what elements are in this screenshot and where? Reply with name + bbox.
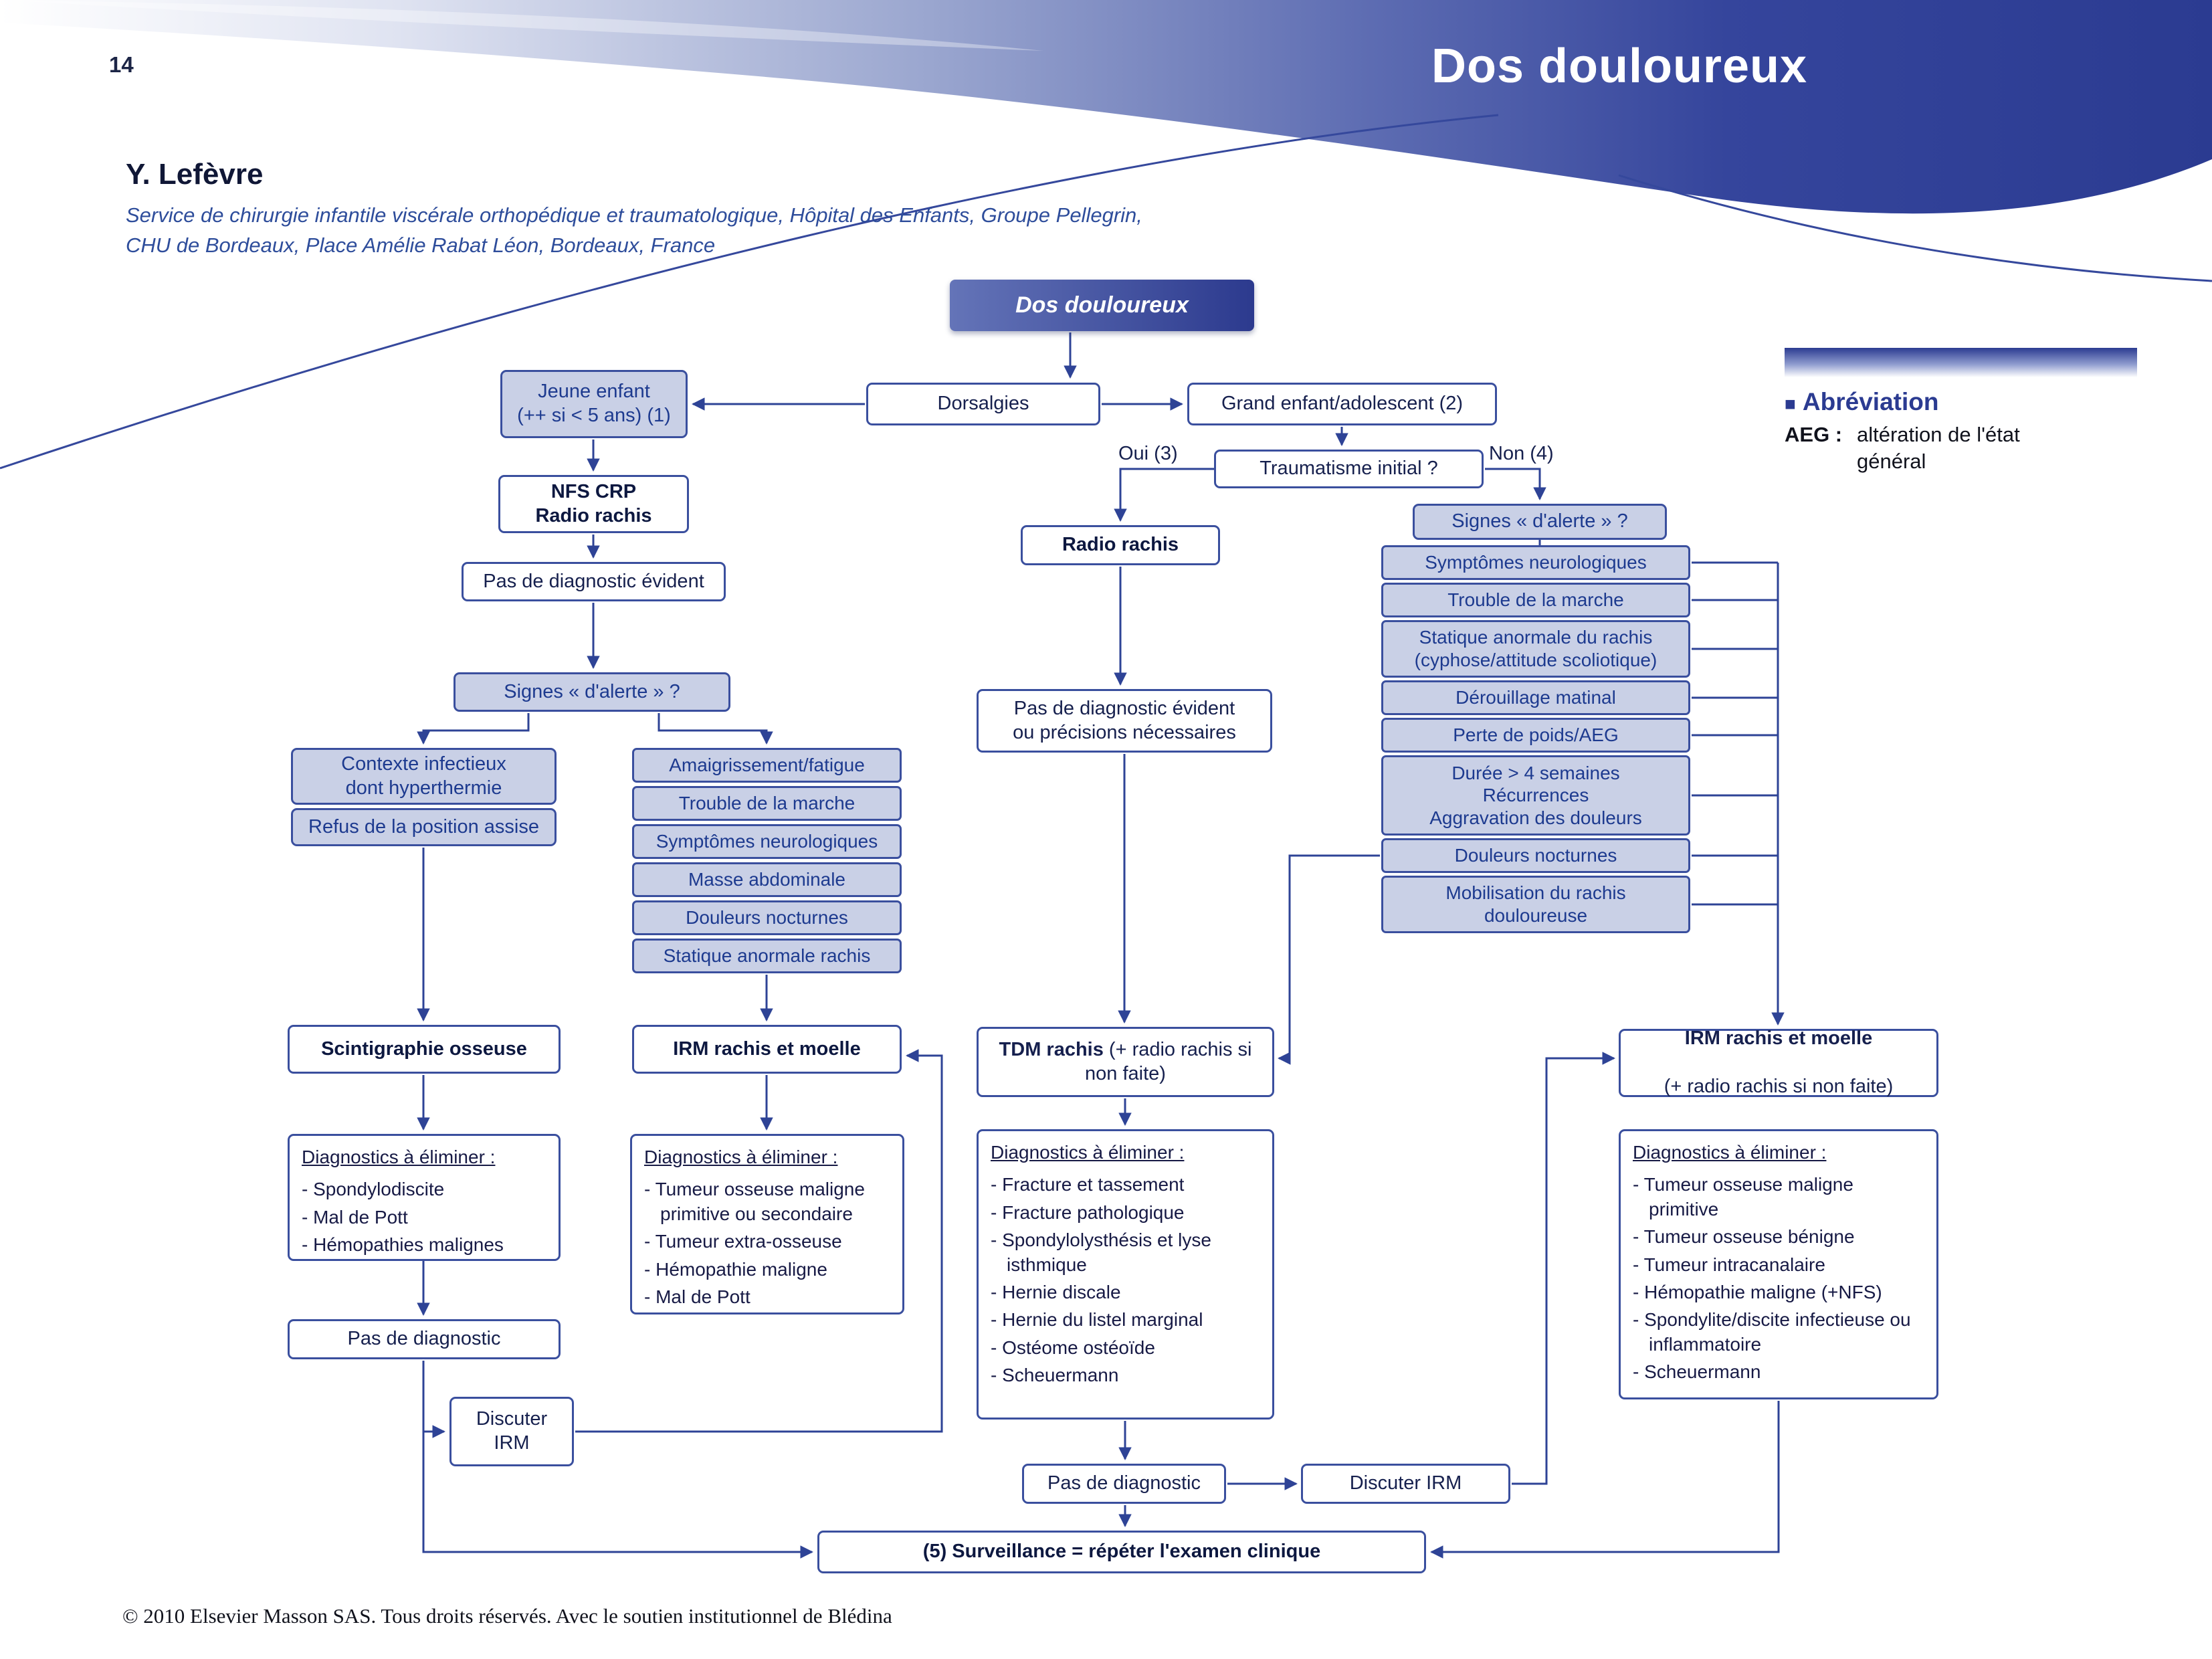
alert-sign-item: Statique anormale du rachis (cyphose/att… (1381, 620, 1690, 678)
alert-sign-item: Symptômes neurologiques (1381, 545, 1690, 580)
node-radio-rachis: Radio rachis (1021, 525, 1220, 565)
diagnosis-item: - Spondylite/discite infectieuse ou infl… (1633, 1309, 1911, 1355)
diagnoses-list: - Spondylodiscite - Mal de Pott - Hémopath… (302, 1177, 546, 1257)
node-refus-position-assise: Refus de la position assise (291, 808, 557, 846)
node-traumatisme-initial: Traumatisme initial ? (1214, 450, 1484, 488)
diagnosis-item: - Ostéome ostéoïde (991, 1337, 1155, 1358)
node-discuter-irm-center: Discuter IRM (1301, 1464, 1510, 1504)
node-jeune-enfant: Jeune enfant (++ si < 5 ans) (1) (500, 370, 688, 438)
node-contexte-infectieux: Contexte infectieux dont hyperthermie (291, 748, 557, 805)
node-irm-rachis-moelle: IRM rachis et moelle (632, 1025, 902, 1074)
diagnoses-list: - Fracture et tassement - Fracture pathol… (991, 1173, 1260, 1387)
node-irm-rachis-moelle-right: IRM rachis et moelle (+ radio rachis si … (1619, 1028, 1938, 1097)
node-pas-diagnostic-center: Pas de diagnostic (1022, 1464, 1226, 1504)
alert-sign-item: Douleurs nocturnes (1381, 838, 1690, 873)
diagnosis-item: - Hernie du listel marginal (991, 1309, 1203, 1331)
diagnoses-heading: Diagnostics à éliminer : (1633, 1142, 1827, 1163)
diagnosis-item: - Hémopathie maligne (644, 1258, 827, 1280)
abbreviation-term: AEG : (1785, 423, 1843, 446)
diagnoses-box-irm-right: Diagnostics à éliminer : - Tumeur osseus… (1619, 1129, 1938, 1399)
node-pas-diagnostic-precisions: Pas de diagnostic évident ou précisions … (977, 689, 1272, 753)
diagnosis-item: - Hémopathie maligne (+NFS) (1633, 1281, 1882, 1302)
diagnoses-list: - Tumeur osseuse maligne primitive - Tume… (1633, 1173, 1924, 1384)
diagnosis-item: - Spondylodiscite (302, 1179, 445, 1200)
node-irm-right-rest: (+ radio rachis si non faite) (1664, 1075, 1894, 1097)
page-number: 14 (109, 52, 134, 77)
diagnosis-item: - Fracture et tassement (991, 1174, 1185, 1195)
diagnosis-item: - Hémopathies malignes (302, 1234, 504, 1256)
node-surveillance: (5) Surveillance = répéter l'examen clin… (817, 1531, 1426, 1573)
diagnosis-item: - Tumeur osseuse maligne primitive ou se… (644, 1179, 865, 1224)
abbreviation-gradient-bar (1785, 348, 2137, 377)
footer-copyright: © 2010 Elsevier Masson SAS. Tous droits … (122, 1604, 892, 1628)
diagnosis-item: - Spondylolysthésis et lyse isthmique (991, 1230, 1211, 1275)
alert-sign-item: Trouble de la marche (632, 786, 902, 821)
diagnosis-item: - Tumeur intracanalaire (1633, 1254, 1825, 1275)
abbreviation-panel: ■ Abréviation AEG : altération de l'état … (1785, 348, 2137, 476)
node-pas-diagnostic-evident: Pas de diagnostic évident (462, 562, 726, 601)
header-title: Dos douloureux (1431, 39, 1808, 93)
diagnosis-item: - Tumeur osseuse maligne primitive (1633, 1174, 1853, 1219)
node-tdm-rachis: TDM rachis (+ radio rachis si non faite) (977, 1027, 1274, 1097)
branch-label-oui: Oui (3) (1118, 443, 1178, 464)
branch-label-non: Non (4) (1489, 443, 1554, 464)
node-tdm-rachis-bold: TDM rachis (999, 1038, 1104, 1060)
diagnoses-heading: Diagnostics à éliminer : (991, 1142, 1185, 1163)
alert-sign-item: Masse abdominale (632, 862, 902, 897)
diagnosis-item: - Scheuermann (1633, 1361, 1761, 1383)
alert-sign-item: Symptômes neurologiques (632, 824, 902, 859)
diagnosis-item: - Tumeur osseuse bénigne (1633, 1226, 1855, 1248)
alert-sign-item: Perte de poids/AEG (1381, 718, 1690, 753)
diagnosis-item: - Tumeur extra-osseuse (644, 1231, 842, 1252)
node-tdm-rachis-rest: (+ radio rachis si non faite) (1085, 1038, 1252, 1084)
node-dorsalgies: Dorsalgies (866, 383, 1100, 425)
header-wave-graphic (0, 0, 2212, 470)
node-discuter-irm-left: Discuter IRM (449, 1397, 574, 1466)
node-signes-alerte-right: Signes « d'alerte » ? (1413, 504, 1667, 540)
diagnoses-box-scintigraphie: Diagnostics à éliminer : - Spondylodisci… (288, 1134, 561, 1261)
diagnosis-item: - Mal de Pott (302, 1206, 408, 1228)
alert-signs-list-right: Symptômes neurologiques Trouble de la ma… (1381, 545, 1690, 933)
diagnoses-box-tdm: Diagnostics à éliminer : - Fracture et t… (977, 1129, 1274, 1420)
diagnoses-box-irm-middle: Diagnostics à éliminer : - Tumeur osseus… (630, 1134, 904, 1314)
alert-sign-item: Trouble de la marche (1381, 583, 1690, 617)
diagnoses-heading: Diagnostics à éliminer : (644, 1147, 838, 1167)
alert-sign-item: Statique anormale rachis (632, 939, 902, 973)
diagnosis-item: - Mal de Pott (644, 1286, 750, 1307)
alert-sign-item: Durée > 4 semaines Récurrences Aggravati… (1381, 755, 1690, 836)
alert-sign-item: Mobilisation du rachis douloureuse (1381, 876, 1690, 933)
flowchart-title-box: Dos douloureux (950, 280, 1254, 331)
node-nfs-crp-radio: NFS CRP Radio rachis (498, 475, 689, 533)
abbreviation-entry: AEG : altération de l'état général (1785, 421, 2137, 476)
diagnosis-item: - Fracture pathologique (991, 1201, 1185, 1223)
affiliation-line-1: Service de chirurgie infantile viscérale… (126, 203, 1142, 227)
abbreviation-definition: altération de l'état général (1857, 423, 2020, 474)
square-bullet-icon: ■ (1785, 393, 1796, 414)
alert-sign-item: Douleurs nocturnes (632, 900, 902, 935)
author-affiliation: Service de chirurgie infantile viscérale… (126, 201, 1142, 261)
node-irm-right-bold: IRM rachis et moelle (1684, 1028, 1873, 1050)
diagnosis-item: - Hernie discale (991, 1281, 1121, 1302)
abbreviation-title: ■ Abréviation (1785, 388, 2137, 416)
diagnoses-heading: Diagnostics à éliminer : (302, 1147, 496, 1167)
abbreviation-title-label: Abréviation (1802, 388, 1939, 415)
alert-sign-item: Dérouillage matinal (1381, 680, 1690, 715)
alert-sign-item: Amaigrissement/fatigue (632, 748, 902, 783)
author-name: Y. Lefèvre (126, 158, 264, 191)
affiliation-line-2: CHU de Bordeaux, Place Amélie Rabat Léon… (126, 233, 716, 257)
node-signes-alerte-left: Signes « d'alerte » ? (454, 672, 730, 712)
diagnoses-list: - Tumeur osseuse maligne primitive ou se… (644, 1177, 890, 1309)
node-scintigraphie-osseuse: Scintigraphie osseuse (288, 1025, 561, 1074)
node-pas-diagnostic-left: Pas de diagnostic (288, 1319, 561, 1359)
diagnosis-item: - Scheuermann (991, 1365, 1119, 1386)
node-grand-enfant: Grand enfant/adolescent (2) (1187, 383, 1497, 425)
